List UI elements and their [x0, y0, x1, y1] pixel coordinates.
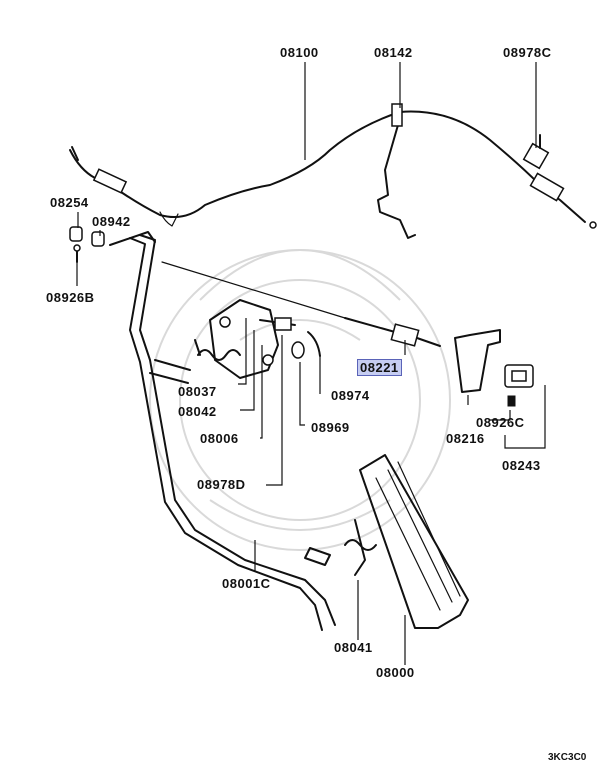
label-08221-highlighted[interactable]: 08221: [357, 359, 402, 376]
label-08037[interactable]: 08037: [178, 384, 217, 399]
label-08001C[interactable]: 08001C: [222, 576, 271, 591]
inner-cable: [161, 261, 441, 347]
label-08926B[interactable]: 08926B: [46, 290, 95, 305]
label-08100[interactable]: 08100: [280, 45, 319, 60]
label-08216[interactable]: 08216: [446, 431, 485, 446]
cable-grommet: [522, 134, 550, 170]
watermark-emblem: [149, 249, 451, 551]
label-08142[interactable]: 08142: [374, 45, 413, 60]
label-08042[interactable]: 08042: [178, 404, 217, 419]
pedal-pad: [359, 454, 469, 629]
label-08942[interactable]: 08942: [92, 214, 131, 229]
label-08254[interactable]: 08254: [50, 195, 89, 210]
return-spring: [344, 519, 377, 576]
label-08969[interactable]: 08969: [311, 420, 350, 435]
pedal-arm: [109, 231, 336, 631]
accelerator-cable: [69, 110, 597, 229]
cable-bracket: [454, 329, 501, 393]
label-08978D[interactable]: 08978D: [197, 477, 246, 492]
label-08006[interactable]: 08006: [200, 431, 239, 446]
pivot-bracket: [194, 299, 321, 379]
leader-lines: [76, 62, 546, 665]
label-08243[interactable]: 08243: [502, 458, 541, 473]
label-08000[interactable]: 08000: [376, 665, 415, 680]
label-08974[interactable]: 08974: [331, 388, 370, 403]
small-bolts: [69, 226, 105, 263]
label-08926C[interactable]: 08926C: [476, 415, 525, 430]
label-08041[interactable]: 08041: [334, 640, 373, 655]
pedal-stopper: [504, 364, 534, 407]
label-08978C[interactable]: 08978C: [503, 45, 552, 60]
diagram-code: 3KC3C0: [548, 752, 587, 763]
cable-clamp: [377, 103, 416, 239]
